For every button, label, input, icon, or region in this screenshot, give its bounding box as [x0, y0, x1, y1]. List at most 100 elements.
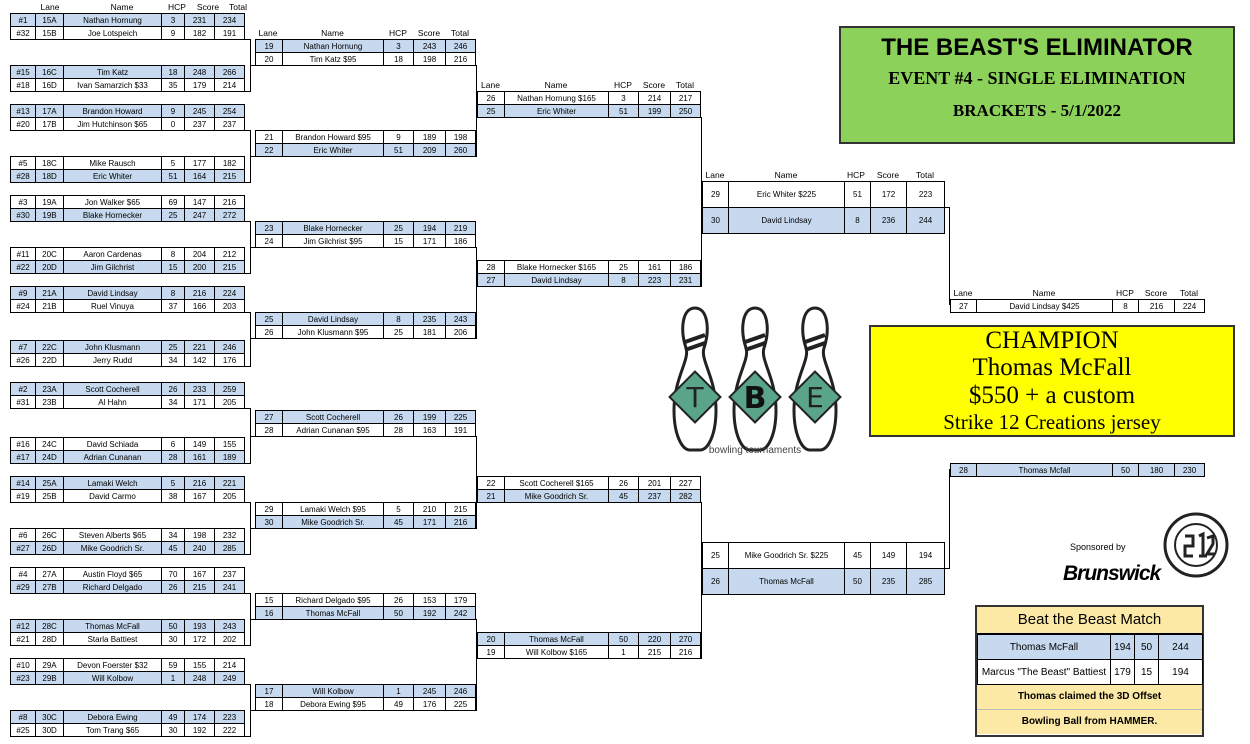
player-name: Nathan Hornung $165 [504, 91, 609, 105]
player-name: Scott Cocherell [63, 382, 162, 396]
bracket-connector [701, 502, 702, 503]
player-name: Aaron Cardenas [63, 247, 162, 261]
player-lane: 29B [35, 671, 64, 685]
bracket-connector [244, 312, 250, 313]
player-total: 186 [670, 260, 701, 274]
player-hcp: 69 [161, 195, 185, 209]
player-lane: 21 [255, 130, 283, 144]
player-score: 236 [870, 207, 907, 234]
player-seed: #18 [10, 78, 36, 92]
player-name: Al Hahn [63, 395, 162, 409]
header-score: Score [642, 80, 666, 90]
player-hcp: 45 [383, 515, 414, 529]
player-lane: 29 [702, 181, 729, 208]
player-lane: 27 [255, 410, 283, 424]
player-score: 199 [638, 104, 671, 118]
logo-caption: bowling tournaments [708, 445, 802, 456]
champion-name: Thomas McFall [972, 354, 1132, 381]
bracket-connector [476, 436, 477, 437]
player-name: Devon Foerster $32 [63, 658, 162, 672]
bracket-connector [244, 554, 250, 555]
player-name: David Lindsay [63, 286, 162, 300]
player-seed: #17 [10, 450, 36, 464]
player-total: 179 [445, 593, 476, 607]
bracket-connector [250, 312, 251, 313]
bracket-connector [476, 65, 477, 157]
player-hcp: 51 [161, 169, 185, 183]
player-name: Brandon Howard [63, 104, 162, 118]
player-lane: 15B [35, 26, 64, 40]
player-total: 270 [670, 632, 701, 646]
bracket-connector [250, 502, 251, 503]
bracket-connector [244, 182, 250, 183]
player-hcp: 0 [161, 117, 185, 131]
player-score: 155 [184, 658, 215, 672]
player-score: 166 [184, 299, 215, 313]
player-hcp: 34 [161, 353, 185, 367]
logo-letter-e: E [806, 381, 824, 414]
player-total: 186 [445, 234, 476, 248]
bracket-connector [701, 233, 702, 234]
event-date: BRACKETS - 5/1/2022 [952, 101, 1122, 120]
player-score: 231 [184, 13, 215, 27]
player-hcp: 1 [383, 684, 414, 698]
player-lane: 21 [477, 489, 505, 503]
player-lane: 18 [255, 697, 283, 711]
player-score: 189 [413, 130, 446, 144]
player-hcp: 30 [161, 632, 185, 646]
bracket-connector [701, 594, 702, 595]
player-total: 176 [214, 353, 245, 367]
bracket-connector [250, 221, 251, 222]
player-score: 172 [184, 632, 215, 646]
player-score: 149 [184, 437, 215, 451]
round2-header: Lane Name HCP Score Total [255, 27, 475, 39]
player-hcp: 26 [608, 476, 639, 490]
player-hcp: 28 [161, 450, 185, 464]
player-score: 214 [638, 91, 671, 105]
player-lane: 26C [35, 528, 64, 542]
player-score: 167 [184, 489, 215, 503]
player-lane: 17A [35, 104, 64, 118]
player-seed: #11 [10, 247, 36, 261]
bracket-connector [476, 619, 477, 620]
player-name: Jim Gilchrist [63, 260, 162, 274]
player-hcp: 28 [383, 423, 414, 437]
bracket-connector [250, 65, 255, 66]
player-seed: #25 [10, 723, 36, 737]
player-hcp: 35 [161, 78, 185, 92]
bracket-connector [944, 568, 950, 569]
player-hcp: 8 [844, 207, 871, 234]
beat-the-beast-table: Thomas McFall 194 50 244 Marcus "The Bea… [977, 634, 1203, 685]
beat-the-beast-title: Beat the Beast Match [977, 607, 1202, 634]
player-score: 171 [413, 515, 446, 529]
header-hcp: HCP [1116, 288, 1134, 298]
header-hcp: HCP [614, 80, 632, 90]
player-hcp: 18 [383, 52, 414, 66]
beat-the-beast-panel: Beat the Beast Match Thomas McFall 194 5… [975, 605, 1204, 737]
player-hcp: 15 [1134, 659, 1159, 685]
player-hcp: 26 [161, 382, 185, 396]
player-total: 234 [214, 13, 245, 27]
header-score: Score [1144, 288, 1168, 298]
player-seed: #4 [10, 567, 36, 581]
player-total: 189 [214, 450, 245, 464]
player-name: Ruel Vinuya [63, 299, 162, 313]
header-lane: Lane [481, 80, 500, 90]
